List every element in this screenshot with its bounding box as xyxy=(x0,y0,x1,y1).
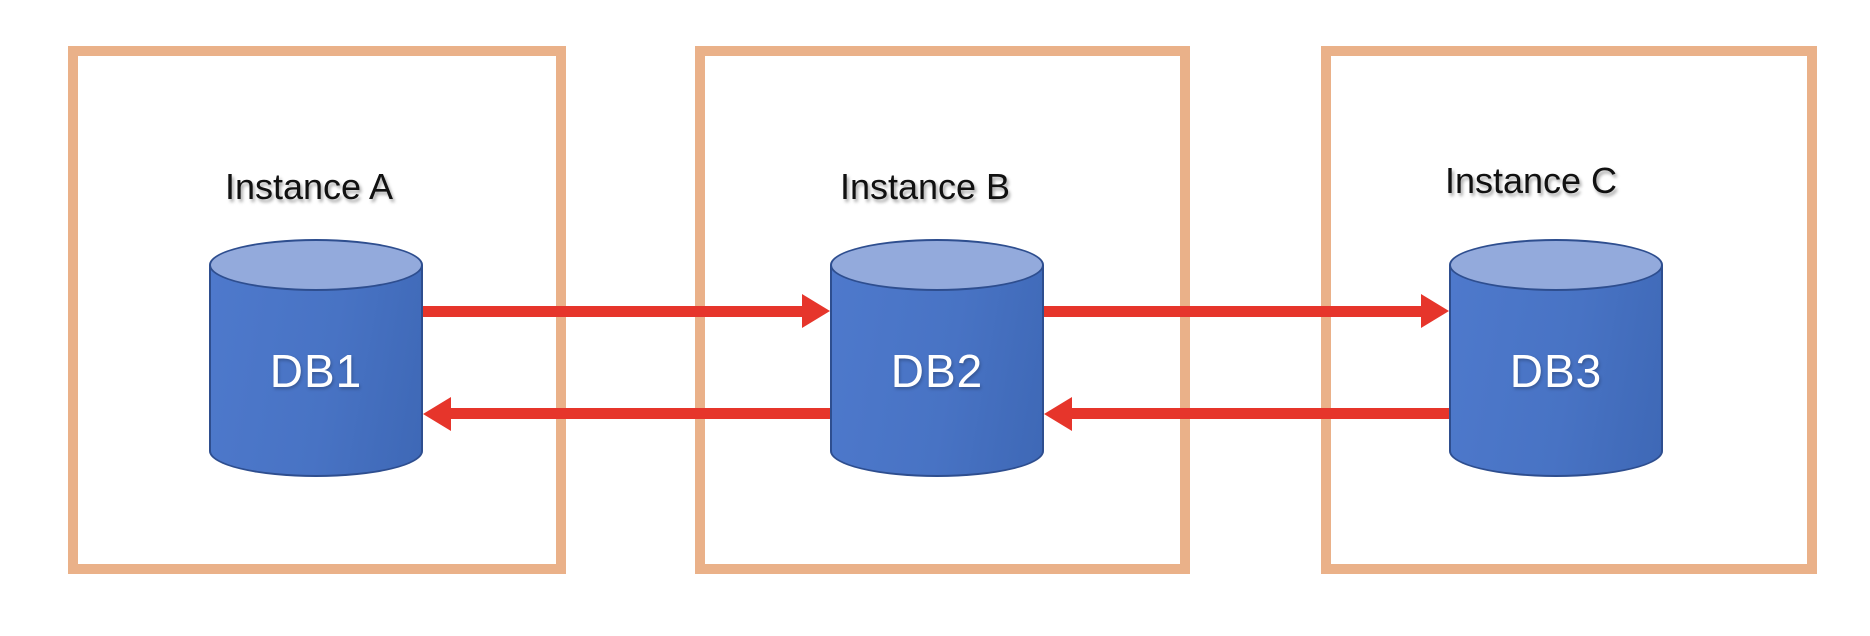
arrow-shaft xyxy=(451,408,830,419)
instance-b-label: Instance B xyxy=(839,166,1011,207)
cylinder-body xyxy=(830,265,1044,477)
cylinder-top xyxy=(830,239,1044,291)
db3-cylinder-icon: DB3 xyxy=(1449,239,1663,477)
arrow-shaft xyxy=(1072,408,1449,419)
arrow-head-left-icon xyxy=(1044,397,1072,431)
arrow-head-left-icon xyxy=(423,397,451,431)
cylinder-top xyxy=(209,239,423,291)
arrow-shaft xyxy=(423,306,802,317)
db1-label: DB1 xyxy=(269,345,363,397)
db2-label: DB2 xyxy=(890,345,984,397)
cylinder-body xyxy=(209,265,423,477)
arrow-head-right-icon xyxy=(1421,294,1449,328)
arrow-head-right-icon xyxy=(802,294,830,328)
instance-a-label: Instance A xyxy=(224,166,394,207)
cylinder-top xyxy=(1449,239,1663,291)
db2-cylinder-icon: DB2 xyxy=(830,239,1044,477)
db1-cylinder-icon: DB1 xyxy=(209,239,423,477)
db3-label: DB3 xyxy=(1509,345,1603,397)
instance-c-label: Instance C xyxy=(1444,160,1618,201)
arrow-shaft xyxy=(1044,306,1421,317)
cylinder-body xyxy=(1449,265,1663,477)
